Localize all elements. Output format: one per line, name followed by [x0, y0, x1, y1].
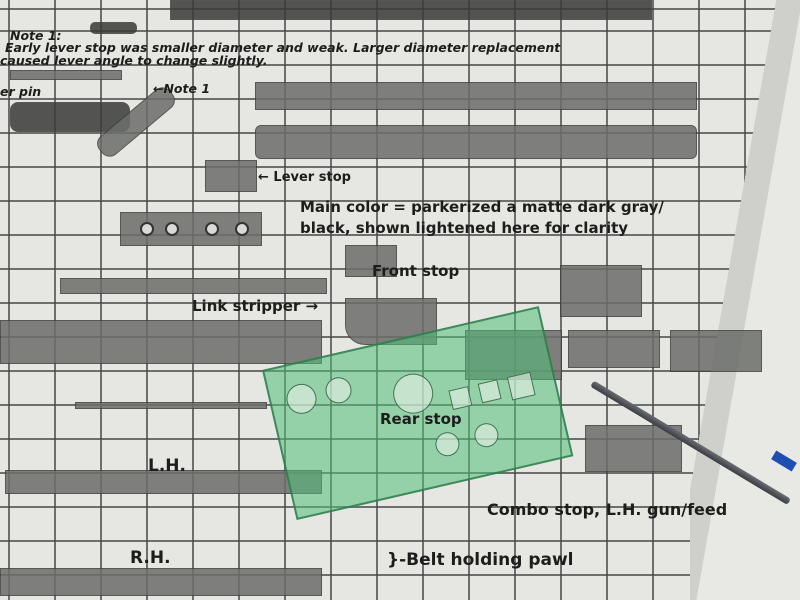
- rear-stop-part: [585, 425, 682, 472]
- front-stop-label: Front stop: [372, 262, 460, 280]
- rh-label: R.H.: [130, 548, 171, 568]
- note-line-1: Early lever stop was smaller diameter an…: [5, 40, 561, 55]
- side-bracket-2: [568, 330, 660, 368]
- link-stripper-label: Link stripper →: [192, 297, 319, 315]
- lh-label: L.H.: [148, 456, 186, 476]
- lower-rail: [0, 320, 322, 364]
- belt-pawl-label: }-Belt holding pawl: [387, 550, 574, 570]
- note-line-2: caused lever angle to change slightly.: [0, 53, 268, 68]
- rod: [75, 402, 267, 409]
- small-bar: [90, 22, 137, 34]
- front-stop-part: [345, 245, 397, 277]
- rear-stop-label: Rear stop: [380, 410, 462, 428]
- lever-pin-label: er pin: [0, 84, 42, 99]
- rh-rail: [0, 568, 322, 596]
- lever-pin: [10, 70, 122, 80]
- lever-stop-part: [205, 160, 257, 192]
- upright-bracket: [560, 265, 642, 317]
- upper-rail: [255, 82, 697, 110]
- note-1-pointer: ←Note 1: [153, 81, 211, 96]
- cover-plate: [255, 125, 697, 159]
- long-bracket: [60, 278, 327, 294]
- side-bracket-3: [670, 330, 762, 372]
- combo-stop-label: Combo stop, L.H. gun/feed: [487, 500, 728, 519]
- lh-rail: [5, 470, 322, 494]
- top-rail: [170, 0, 652, 20]
- main-color-line-1: Main color = parkerized a matte dark gra…: [300, 198, 664, 216]
- note-title: Note 1:: [10, 28, 62, 43]
- lever-stop-label: ← Lever stop: [258, 170, 351, 185]
- main-color-line-2: black, shown lightened here for clarity: [300, 219, 629, 237]
